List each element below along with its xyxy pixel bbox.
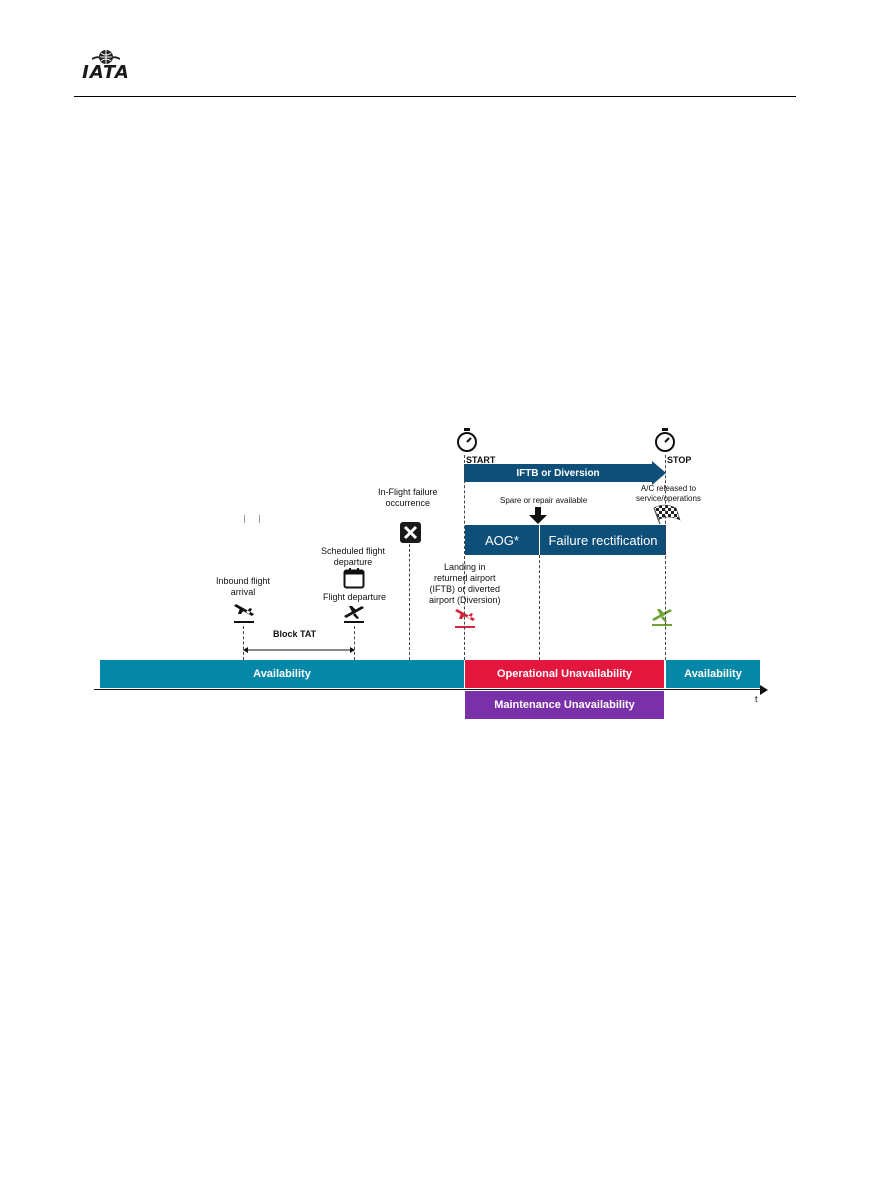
availability-right-bar: Availability	[666, 660, 760, 688]
scheduled-label-line1: Scheduled flight	[321, 546, 386, 556]
stopwatch-stop-icon	[655, 428, 675, 452]
inflight-dashed-line	[409, 544, 410, 660]
plane-landing-red-icon	[455, 609, 475, 628]
spare-arrow-shaft	[535, 507, 541, 515]
aog-label: AOG*	[485, 532, 519, 548]
departure-dashed-line	[354, 626, 355, 660]
aog-box: AOG*	[465, 525, 539, 555]
availability-left-bar: Availability	[100, 660, 464, 688]
stop-dashed-line	[665, 455, 666, 660]
operational-unavailability-label: Operational Unavailability	[496, 668, 633, 680]
scheduled-departure-label: Scheduled flight departure	[321, 546, 385, 568]
released-label-line2: service/operations	[636, 494, 701, 503]
failure-rectification-box: Failure rectification	[540, 525, 666, 555]
released-label: A/C released to service/operations	[636, 484, 701, 504]
block-tat-arrow	[243, 647, 355, 653]
bracket-mark	[244, 515, 260, 523]
block-tat-label: Block TAT	[273, 629, 317, 639]
start-label: START	[466, 455, 496, 465]
stop-label: STOP	[667, 455, 692, 465]
scheduled-label-line2: departure	[333, 557, 373, 567]
released-label-line1: A/C released to	[640, 484, 697, 493]
availability-left-label: Availability	[253, 668, 311, 680]
start-dashed-line	[464, 455, 465, 660]
header-rule	[74, 96, 796, 97]
inflight-label-line2: occurrence	[385, 498, 431, 508]
inflight-failure-label: In-Flight failure occurrence	[378, 487, 438, 509]
flight-departure-label: Flight departure	[323, 592, 387, 602]
iftb-arrow: IFTB or Diversion	[464, 464, 652, 482]
plane-landing-icon	[234, 604, 254, 623]
logo-text: IATA	[82, 62, 130, 83]
inbound-label-line1: Inbound flight	[216, 576, 271, 586]
rectification-label: Failure rectification	[548, 532, 658, 548]
arrival-dashed-line	[243, 626, 244, 660]
failure-x-icon	[400, 522, 421, 543]
globe-icon	[92, 50, 120, 64]
maintenance-unavailability-bar: Maintenance Unavailability	[465, 691, 664, 719]
spare-label: Spare or repair available	[500, 496, 588, 505]
iftb-label: IFTB or Diversion	[516, 467, 600, 479]
inflight-label-line1: In-Flight failure	[378, 487, 438, 497]
time-axis-arrow	[760, 685, 768, 695]
stopwatch-start-icon	[457, 428, 477, 452]
operational-unavailability-bar: Operational Unavailability	[465, 660, 664, 688]
plane-takeoff-icon	[344, 606, 364, 623]
time-axis-label: t	[755, 694, 758, 704]
spare-dashed-line	[539, 555, 540, 660]
iftb-arrow-head	[652, 461, 666, 485]
iata-logo: IATA	[76, 48, 136, 88]
checkered-flag-icon	[653, 504, 681, 524]
inbound-arrival-label: Inbound flight arrival	[216, 576, 270, 598]
calendar-icon	[343, 568, 365, 589]
maintenance-unavailability-label: Maintenance Unavailability	[494, 699, 635, 711]
spare-arrow-head	[529, 515, 547, 524]
plane-takeoff-green-icon	[652, 609, 672, 626]
availability-right-label: Availability	[684, 668, 742, 680]
inbound-label-line2: arrival	[230, 587, 256, 597]
time-axis	[94, 689, 762, 690]
